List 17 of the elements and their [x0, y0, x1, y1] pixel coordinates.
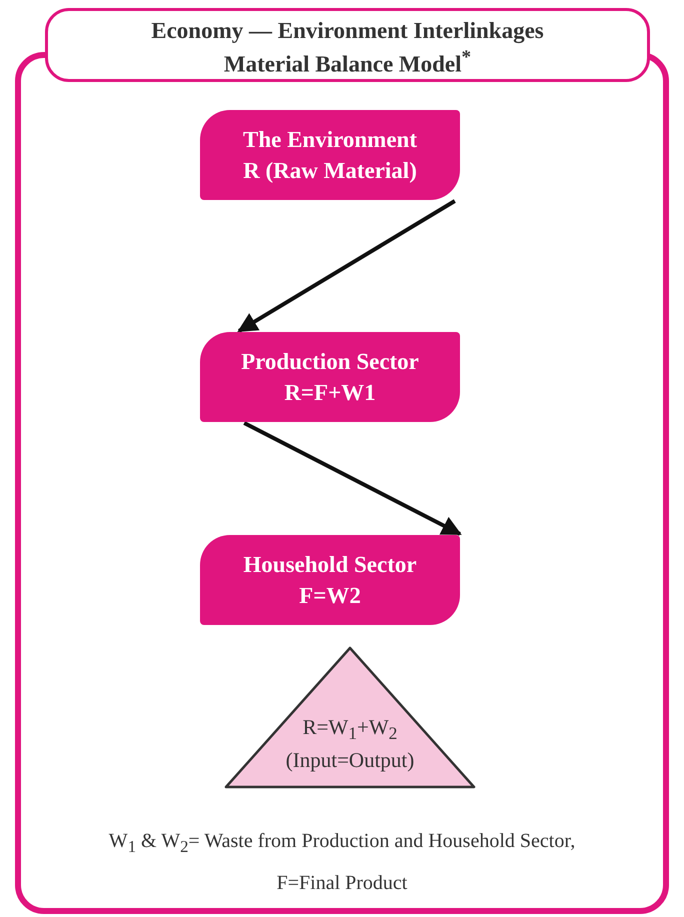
process-box	[200, 535, 460, 625]
node-text: R=F+W1	[284, 379, 376, 407]
diagram-title: Economy — Environment Interlinkages Material Balance Model$^{*}$	[45, 8, 650, 82]
process-box	[200, 332, 460, 422]
note-text: F=Final Product	[276, 872, 408, 895]
arrow	[243, 421, 462, 536]
node-heading: Production Sector	[241, 348, 419, 376]
node-text: F=W2	[299, 582, 361, 610]
triangle-shape	[222, 645, 478, 790]
node-text: (Input=Output)	[286, 746, 414, 774]
process-box	[200, 110, 460, 200]
node-heading: The Environment	[242, 126, 418, 154]
arrow	[237, 199, 456, 333]
node-text: R (Raw Material)	[243, 157, 417, 185]
node-heading: Household Sector	[243, 550, 417, 579]
note-text: W$_{1}$ & W$_{2}$= Waste from Production and Household Sector,	[108, 830, 576, 857]
node-heading: R=W$_{1}$+W$_{2}$	[302, 714, 398, 746]
